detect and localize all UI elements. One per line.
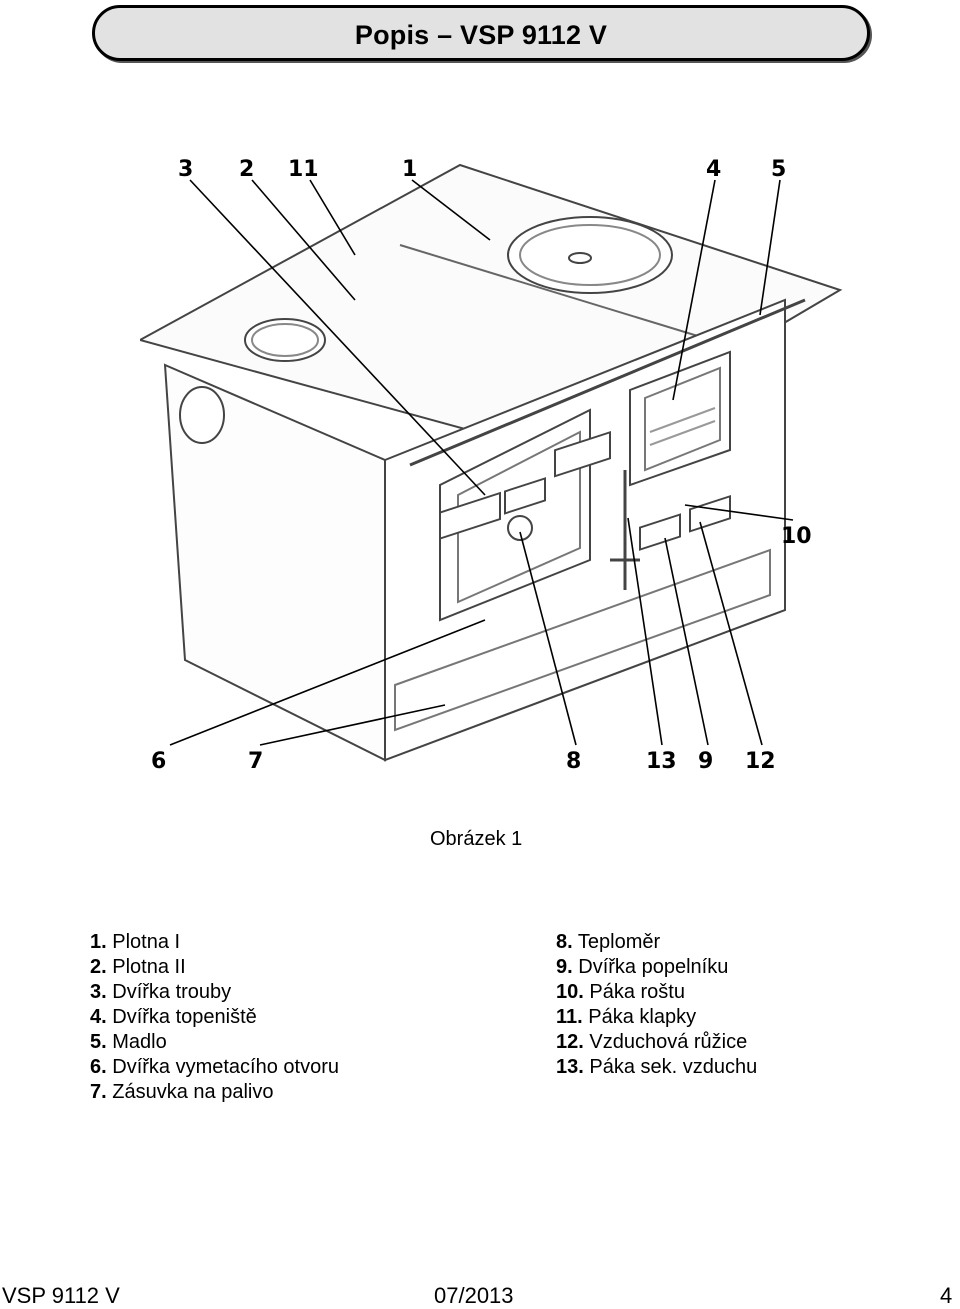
cleanout-door: [439, 491, 501, 540]
handle-rail: [409, 298, 806, 467]
oven-door-frame: [439, 408, 591, 622]
hob-ring-small: [244, 318, 326, 362]
stove-diagram: 3 2 11 1 4 5 10 6 7 8 13 9 12: [140, 157, 843, 774]
legend-item: 4. Dvířka topeniště: [90, 1006, 257, 1028]
callout-11: 11: [288, 157, 319, 182]
legend-item: 11. Páka klapky: [556, 1006, 697, 1028]
callout-8: 8: [566, 749, 581, 774]
legend-item: 9. Dvířka popelníku: [556, 956, 729, 978]
footer-model: VSP 9112 V: [2, 1283, 120, 1308]
footer-date: 07/2013: [434, 1283, 514, 1308]
callout-7: 7: [248, 749, 263, 774]
legend-list-left: 1. Plotna I 2. Plotna II 3. Dvířka troub…: [90, 930, 339, 1105]
figure-caption: Obrázek 1: [430, 828, 523, 850]
page-title: Popis – VSP 9112 V: [354, 20, 608, 50]
page-number: 4: [940, 1283, 953, 1308]
callout-1: 1: [402, 157, 417, 182]
legend-item: 7. Zásuvka na palivo: [90, 1081, 274, 1103]
callout-5: 5: [771, 157, 786, 182]
legend-item: 8. Teploměr: [556, 931, 661, 953]
firebox-door-frame: [629, 350, 731, 487]
callout-4: 4: [706, 157, 721, 182]
callout-10: 10: [781, 524, 812, 549]
side-vent: [179, 386, 225, 444]
callout-12: 12: [745, 749, 776, 774]
legend-item: 3. Dvířka trouby: [90, 981, 232, 1003]
callout-9: 9: [698, 749, 713, 774]
legend-item: 1. Plotna I: [90, 931, 181, 953]
legend-item: 5. Madlo: [90, 1031, 167, 1053]
legend-item: 13. Páka sek. vzduchu: [556, 1056, 758, 1078]
callout-6: 6: [151, 749, 166, 774]
legend-item: 10. Páka roštu: [556, 981, 685, 1003]
legend-item: 6. Dvířka vymetacího otvoru: [90, 1056, 339, 1078]
callout-13: 13: [646, 749, 677, 774]
legend-list-right: 8. Teploměr 9. Dvířka popelníku 10. Páka…: [556, 930, 757, 1080]
legend-item: 2. Plotna II: [90, 956, 186, 978]
callout-3: 3: [178, 157, 193, 182]
legend-item: 12. Vzduchová růžice: [556, 1031, 748, 1053]
thermometer-dial: [507, 515, 533, 541]
callout-2: 2: [239, 157, 254, 182]
title-banner: Popis – VSP 9112 V: [92, 5, 870, 61]
